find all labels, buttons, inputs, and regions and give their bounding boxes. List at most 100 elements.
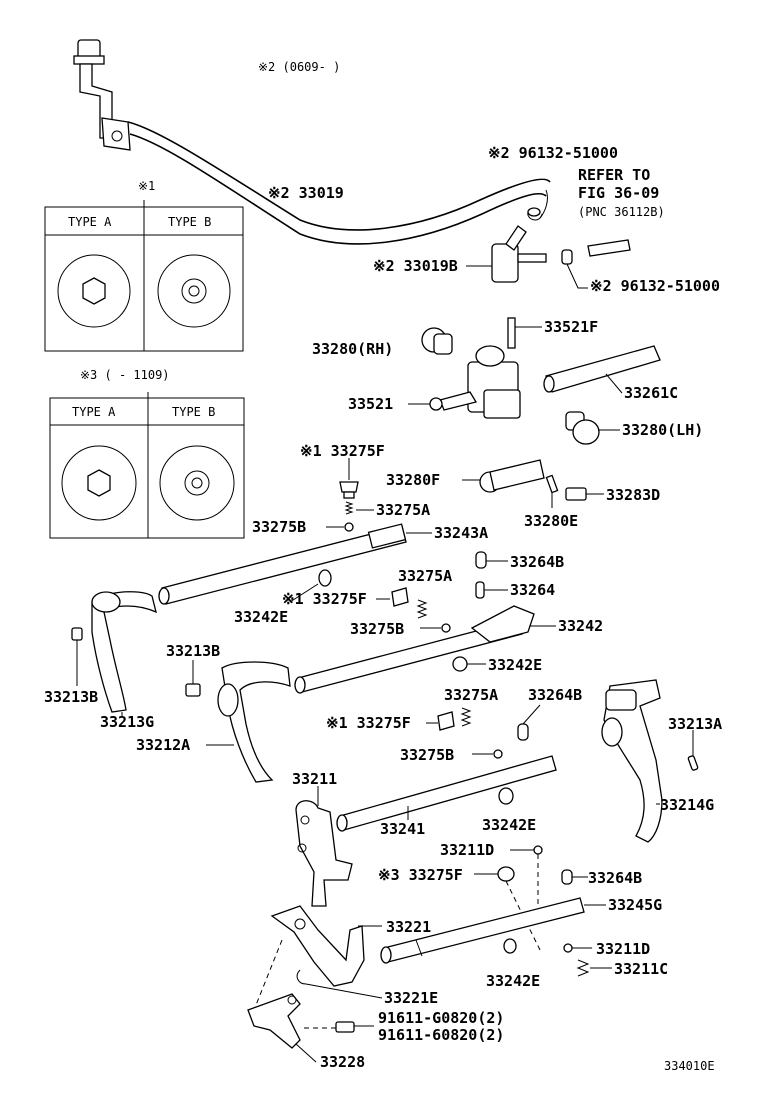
label-33242e-1: 33242E [234, 608, 288, 626]
hose-pipe-refer [587, 239, 631, 257]
pin-33213a [687, 730, 699, 771]
shaft-33261c [543, 345, 661, 394]
spring-33275a-mid [416, 599, 428, 619]
label-33211: 33211 [292, 770, 337, 788]
ball-33211d-lower [563, 943, 592, 953]
snap-ring-33242e-4 [503, 938, 517, 954]
label-33242e-3: 33242E [482, 816, 536, 834]
spring-33275a-lower [460, 707, 472, 727]
plug-33280-rh [421, 327, 453, 355]
label-33280-rh: 33280(RH) [312, 340, 393, 358]
snap-ring-33242e-2 [452, 656, 486, 672]
label-33211c: 33211C [614, 960, 668, 978]
shift-rail-33243a [158, 523, 432, 605]
table3-title: ※3 ( - 1109) [80, 368, 170, 382]
label-33275a-1: 33275A [376, 501, 430, 519]
label-33212a: 33212A [136, 736, 190, 754]
table1-type-b: TYPE B [168, 215, 211, 229]
label-33211d-1: 33211D [440, 841, 494, 859]
label-fig-36-09: FIG 36-09 [578, 184, 659, 202]
label-91611-g0820: 91611-G0820(2) [378, 1009, 504, 1027]
snap-ring-33242e-3 [498, 787, 514, 805]
label-33280-lh: 33280(LH) [622, 421, 703, 439]
hose-clamp [527, 207, 543, 221]
label-33275f-4: ※3 33275F [378, 866, 463, 884]
snap-ring-33221e [296, 969, 383, 999]
label-33242: 33242 [558, 617, 603, 635]
label-33019b: ※2 33019B [373, 257, 458, 275]
label-33221: 33221 [386, 918, 431, 936]
shift-fork-33214g [601, 679, 663, 843]
shift-inner-lever-33211 [295, 786, 353, 907]
union-fitting-33019b [466, 225, 547, 283]
label-96132-51000-top: ※2 96132-51000 [488, 144, 618, 162]
table1-title: ※1 [138, 179, 155, 193]
pin-33264b-2 [517, 704, 541, 741]
hose-clamp-lower [561, 249, 588, 289]
bolt-33213b-center [185, 660, 201, 697]
label-33261c: 33261C [624, 384, 678, 402]
shift-lever-33221 [270, 905, 382, 987]
label-91611-60820: 91611-60820(2) [378, 1026, 504, 1044]
ball-33211d-upper [510, 845, 543, 908]
pin-33280e [545, 474, 559, 508]
label-33213a: 33213A [668, 715, 722, 733]
pin-33264b-1 [475, 551, 508, 569]
guide-line-1 [253, 939, 283, 1011]
label-33245g: 33245G [608, 896, 662, 914]
label-33283d: 33283D [606, 486, 660, 504]
label-33228: 33228 [320, 1053, 365, 1071]
bolt-33283d [565, 487, 604, 501]
label-33019: ※2 33019 [268, 184, 344, 202]
table3-type-b: TYPE B [172, 405, 215, 419]
label-33213b-2: 33213B [44, 688, 98, 706]
bolt-33213b-left [71, 627, 83, 686]
label-33280e: 33280E [524, 512, 578, 530]
label-33243a: 33243A [434, 524, 488, 542]
label-33280f: 33280F [386, 471, 440, 489]
label-33275b-2: 33275B [350, 620, 404, 638]
label-33521: 33521 [348, 395, 393, 413]
label-33275f-2: ※1 33275F [282, 590, 367, 608]
label-33241: 33241 [380, 820, 425, 838]
spring-33211c [576, 959, 612, 977]
label-96132-51000-bottom: ※2 96132-51000 [590, 277, 720, 295]
spring-33275a-upper [344, 501, 374, 515]
header-note: ※2 (0609- ) [258, 60, 340, 74]
ball-33275b-upper [326, 522, 354, 532]
table1-type-a: TYPE A [68, 215, 112, 229]
ball-33275b-mid [420, 623, 451, 633]
label-33264: 33264 [510, 581, 555, 599]
callout-labels: ※2 96132-51000 REFER TO FIG 36-09 (PNC 3… [44, 144, 722, 1071]
label-33275a-2: 33275A [398, 567, 452, 585]
label-33213b-1: 33213B [166, 642, 220, 660]
ball-33275b-lower [472, 749, 503, 759]
plug-33280f [462, 459, 545, 493]
label-33211d-2: 33211D [596, 940, 650, 958]
label-33242e-2: 33242E [488, 656, 542, 674]
label-33214g: 33214G [660, 796, 714, 814]
type-table-3 [49, 392, 245, 539]
shift-fork-33213g [91, 591, 157, 716]
label-33213g: 33213G [100, 713, 154, 731]
pin-33264 [475, 581, 508, 599]
breather-hose-assembly [73, 39, 551, 245]
bolt-91611 [300, 1021, 374, 1033]
footer-code: 334010E [664, 1059, 715, 1073]
label-33275b-1: 33275B [252, 518, 306, 536]
snap-ring-33242e-1 [289, 569, 332, 603]
bracket-33228 [247, 993, 317, 1063]
label-33242e-4: 33242E [486, 972, 540, 990]
label-33264b-1: 33264B [510, 553, 564, 571]
shift-fork-33212a [206, 661, 291, 783]
label-refer-to: REFER TO [578, 166, 650, 184]
label-33275b-3: 33275B [400, 746, 454, 764]
shift-rail-33245g [380, 897, 606, 964]
shift-rail-33241 [336, 755, 557, 832]
plug-33280-lh [565, 411, 620, 445]
label-33521f: 33521F [544, 318, 598, 336]
label-33264b-2: 33264B [528, 686, 582, 704]
label-pnc: (PNC 36112B) [578, 205, 665, 219]
label-33275f-1: ※1 33275F [300, 442, 385, 460]
